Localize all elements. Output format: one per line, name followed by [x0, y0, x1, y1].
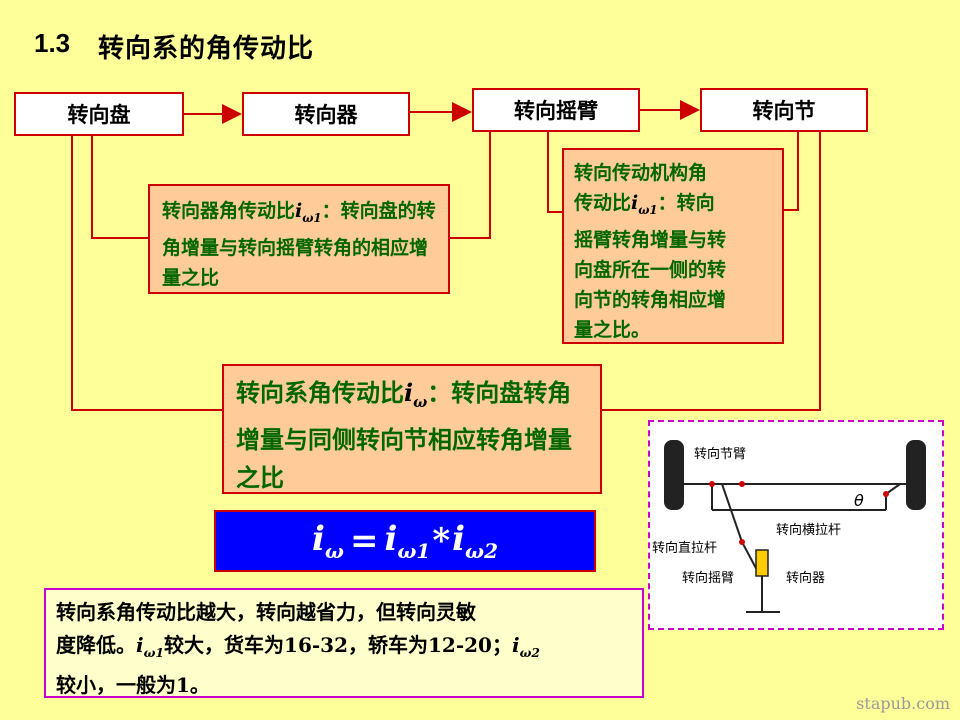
- bracket-ratio1-right: [450, 132, 491, 239]
- flow-steering-wheel-label: 转向盘: [67, 103, 131, 127]
- ratio2-line2: 传动比iω1：转向: [574, 192, 715, 217]
- bracket-ratio1-left: [91, 136, 148, 239]
- formula-a: iω1: [384, 519, 431, 563]
- note-line2: 度降低。iω1较大，货车为16-32，轿车为12-20；iω2: [56, 633, 540, 660]
- flow-knuckle-label: 转向节: [752, 99, 816, 123]
- watermark: stapub.com: [856, 694, 950, 713]
- ratio2-line6: 量之比。: [574, 318, 651, 341]
- bracket-ratio2-left: [547, 132, 562, 213]
- ratio1-prefix: 转向器角传动比: [162, 200, 296, 222]
- ratio-total-desc: 转向盘转角增量与同侧转向节相应转角增量之比: [236, 379, 572, 492]
- formula-b: iω2: [452, 519, 499, 563]
- note-line1: 转向系角传动比越大，转向越省力，但转向灵敏: [56, 600, 476, 624]
- ratio2-line3: 摇臂转角增量与转: [574, 228, 727, 251]
- bracket-total-left: [71, 136, 222, 411]
- note-box: 转向系角传动比越大，转向越省力，但转向灵敏 度降低。iω1较大，货车为16-32…: [44, 588, 644, 698]
- mechanism-diagram: 转向节臂 转向横拉杆 转向直拉杆 转向摇臂 转向器 θ: [648, 420, 944, 630]
- ratio2-line4: 向盘所在一侧的转: [574, 258, 727, 281]
- ratio2-line1: 转向传动机构角: [574, 162, 708, 184]
- bracket-ratio2-right: [784, 132, 799, 211]
- left-wheel: [664, 440, 684, 510]
- ratio-total-symbol: iω: [404, 378, 428, 411]
- ratio-total-box: 转向系角传动比iω：转向盘转角增量与同侧转向节相应转角增量之比: [222, 364, 602, 494]
- page-title: 转向系的角传动比: [98, 34, 315, 64]
- flow-pitman-arm-label: 转向摇臂: [514, 99, 598, 123]
- flow-steering-wheel: 转向盘: [14, 92, 184, 136]
- note-line3: 较小，一般为1。: [56, 673, 210, 697]
- flow-knuckle: 转向节: [700, 88, 868, 132]
- ratio2-line5: 向节的转角相应增: [574, 288, 727, 311]
- ratio-total-colon: ：: [427, 379, 452, 407]
- ratio-total-prefix: 转向系角传动比: [236, 379, 404, 407]
- mechanism-drawing: 转向节臂 转向横拉杆 转向直拉杆 转向摇臂 转向器 θ: [652, 440, 926, 613]
- ratio1-colon: ：: [321, 200, 341, 222]
- label-tie-rod: 转向横拉杆: [776, 522, 841, 538]
- gear-block: [755, 549, 769, 577]
- left-knuckle-arm: [690, 483, 713, 510]
- flow-pitman-arm: 转向摇臂: [472, 88, 640, 132]
- ratio1-symbol: iω1: [295, 200, 322, 225]
- flow-steering-gear-label: 转向器: [294, 103, 358, 127]
- label-drag-link: 转向直拉杆: [652, 540, 717, 556]
- flow-steering-gear: 转向器: [242, 92, 410, 136]
- right-wheel: [906, 440, 926, 510]
- formula-box: iω = iω1 * iω2: [214, 510, 596, 572]
- drag-link: [721, 483, 743, 543]
- label-gear: 转向器: [786, 570, 825, 586]
- ratio1-desc: 转向盘的转角增量与转向摇臂转角的相应增量之比: [162, 200, 436, 289]
- label-knuckle-arm: 转向节臂: [694, 446, 746, 462]
- formula-lhs: iω: [311, 519, 344, 563]
- label-theta: θ: [854, 491, 864, 510]
- right-knuckle-arm: [885, 483, 901, 510]
- section-number: 1.3: [34, 28, 71, 58]
- label-pitman-arm: 转向摇臂: [682, 570, 734, 586]
- ratio1-box: 转向器角传动比iω1：转向盘的转角增量与转向摇臂转角的相应增量之比: [148, 184, 450, 294]
- bracket-total-right: [602, 132, 821, 411]
- ratio2-box: 转向传动机构角 传动比iω1：转向 摇臂转角增量与转 向盘所在一侧的转 向节的转…: [562, 148, 784, 344]
- formula-eq: =: [349, 521, 379, 561]
- formula-op: *: [432, 521, 451, 561]
